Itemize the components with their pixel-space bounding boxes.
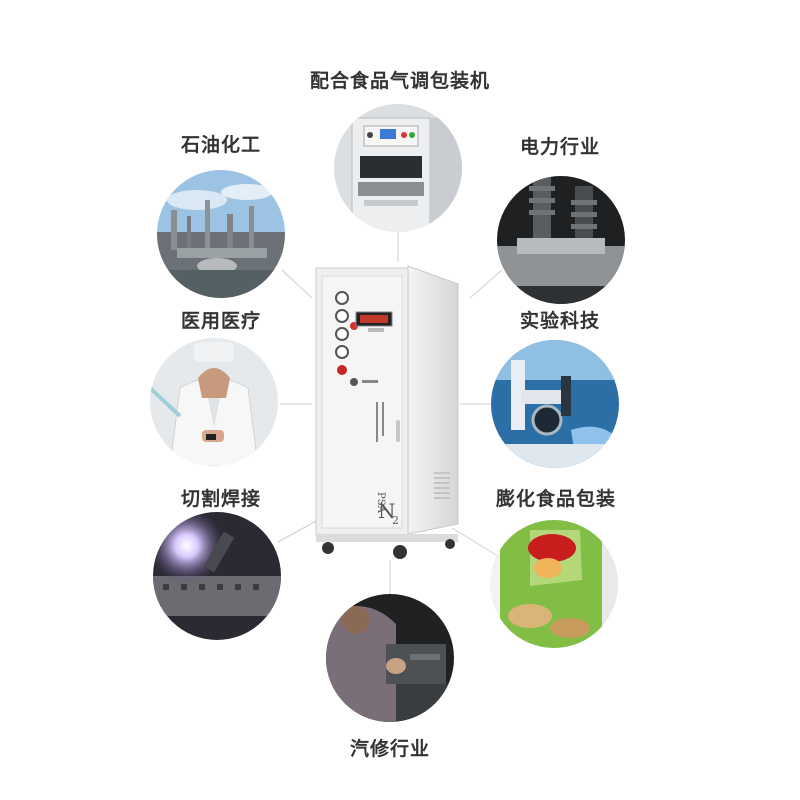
n2-subscript: 2 bbox=[392, 514, 399, 527]
label-puffed: 膨化食品包装 bbox=[495, 488, 617, 510]
connector-welding bbox=[277, 519, 319, 543]
medical-image bbox=[150, 338, 278, 466]
label-lab: 实验科技 bbox=[519, 310, 601, 332]
welding-image bbox=[153, 512, 281, 640]
label-auto: 汽修行业 bbox=[349, 738, 431, 760]
puffed-food-image bbox=[490, 520, 618, 648]
pressure-gauges bbox=[335, 291, 358, 375]
power-industry-image bbox=[497, 176, 625, 304]
label-power: 电力行业 bbox=[519, 136, 601, 158]
connector-power bbox=[469, 269, 503, 299]
connector-petro bbox=[281, 269, 313, 299]
psa-label: PSA bbox=[375, 492, 386, 514]
packaging-machine-image bbox=[334, 104, 462, 232]
connector-puffed bbox=[451, 527, 499, 557]
label-welding: 切割焊接 bbox=[180, 488, 262, 510]
nitrogen-generator-machine: PSA N 2 bbox=[312, 262, 468, 566]
auto-repair-image bbox=[326, 594, 454, 722]
n2-label: N bbox=[378, 499, 396, 523]
label-petro: 石油化工 bbox=[180, 134, 262, 156]
petrochemical-image bbox=[157, 170, 285, 298]
label-medical: 医用医疗 bbox=[180, 310, 262, 332]
label-packaging: 配合食品气调包装机 bbox=[309, 70, 491, 92]
lab-technology-image bbox=[491, 340, 619, 468]
